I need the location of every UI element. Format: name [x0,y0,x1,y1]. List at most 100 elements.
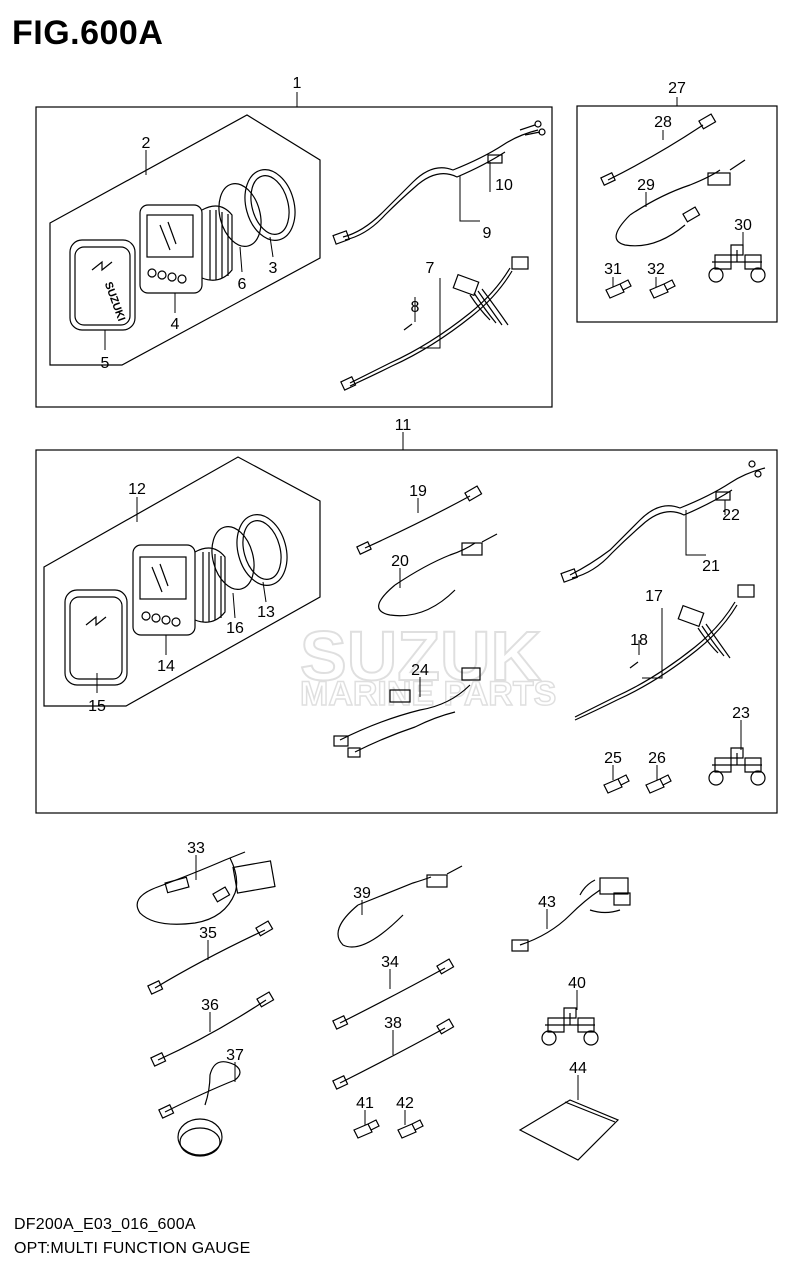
gauge-button [161,615,171,625]
connector [340,376,357,391]
t-connector-30-end [708,267,724,283]
gauge-button [157,270,167,280]
connector [333,735,349,747]
callout-3: 3 [269,260,278,277]
connector-block [613,892,631,906]
t-connector-30-end [750,267,766,283]
callout-21: 21 [702,558,720,575]
cable-end [158,1104,175,1119]
leader [239,246,243,273]
connector-block [461,667,481,681]
pin [629,661,639,669]
parts-bag-44 [518,1099,620,1161]
o-ring [218,183,262,247]
brand-logo: SUZUKI [102,280,127,323]
gauge-button [167,272,177,282]
callout-28: 28 [654,114,672,131]
group-27-parts [600,113,766,299]
callout-29: 29 [637,177,655,194]
harness-cable [342,129,539,238]
cable-end [256,991,275,1008]
t-connector-23 [712,747,762,773]
callout-41: 41 [356,1095,374,1112]
gauge-assembly-1: SUZUKI [69,169,296,331]
ring-terminals [519,124,541,136]
cable-20 [394,542,476,586]
cable-29 [629,169,721,216]
callout-44: 44 [569,1060,587,1077]
cable-19-end [356,541,372,555]
callout-15: 15 [88,698,106,715]
gauge-button [177,274,187,284]
callout-24: 24 [411,662,429,679]
callout-34: 34 [381,954,399,971]
transducer-37 [177,1118,223,1156]
cable-end [332,1015,349,1030]
cable-33-plug [232,860,276,894]
t-connector-23-end [750,770,766,786]
gauge-body [201,205,233,281]
callout-13: 13 [257,604,275,621]
screen-glare [159,221,177,251]
callout-8: 8 [411,299,420,316]
cable-20-lead [481,533,498,543]
gauge-screen [139,556,187,600]
leader [459,162,491,222]
connector [560,568,579,583]
pigtail-wires [697,623,731,659]
terminator-32 [649,279,676,299]
cable-end [436,1018,455,1035]
t-connector-40 [545,1007,595,1033]
harness-cable [349,270,513,387]
gauge-body [194,547,226,623]
gauge-face [132,544,196,636]
callout-43: 43 [538,894,556,911]
callout-14: 14 [157,658,175,675]
cable-28 [607,124,704,181]
cable-39 [357,876,432,906]
gauge-threads [202,552,222,622]
terminator-31 [605,279,632,299]
cable-20 [378,584,456,617]
leader [269,236,274,258]
connector [347,747,361,758]
harness-cable [349,267,511,384]
harness-24 [339,684,471,741]
parts-bag-44-seal [564,1101,616,1123]
watermark-line2: MARINE PARTS [300,675,556,713]
connector-block [452,273,480,297]
harness-7 [340,256,529,391]
cable-29-box [707,172,731,186]
callout-7: 7 [426,260,435,277]
callout-30: 30 [734,217,752,234]
mounting-nut [236,514,288,586]
harness-9 [332,120,546,245]
harness-17 [574,601,736,718]
o-ring [211,526,255,590]
callout-38: 38 [384,1015,402,1032]
cable-end [332,1075,349,1090]
cable-33 [136,857,238,925]
callout-26: 26 [648,750,666,767]
leader [414,278,441,349]
gauge-kit-outline-1 [49,114,321,366]
harness-cable [344,151,506,241]
callout-17: 17 [645,588,663,605]
t-connector-23-end [708,770,724,786]
callout-2: 2 [142,135,151,152]
connector [332,230,351,245]
figure-title: FIG.600A [12,14,164,52]
callout-9: 9 [483,225,492,242]
callout-18: 18 [630,632,648,649]
cable-end [255,920,274,937]
gauge-screen [146,214,194,258]
cable-33-end [212,886,231,903]
bezel-cover [64,589,128,686]
screen-glare [151,563,169,593]
bezel-cover-inner [74,246,131,326]
leader [262,581,267,603]
connector-block [511,256,529,270]
cable-29-end [682,206,701,223]
harness-24 [354,711,456,753]
